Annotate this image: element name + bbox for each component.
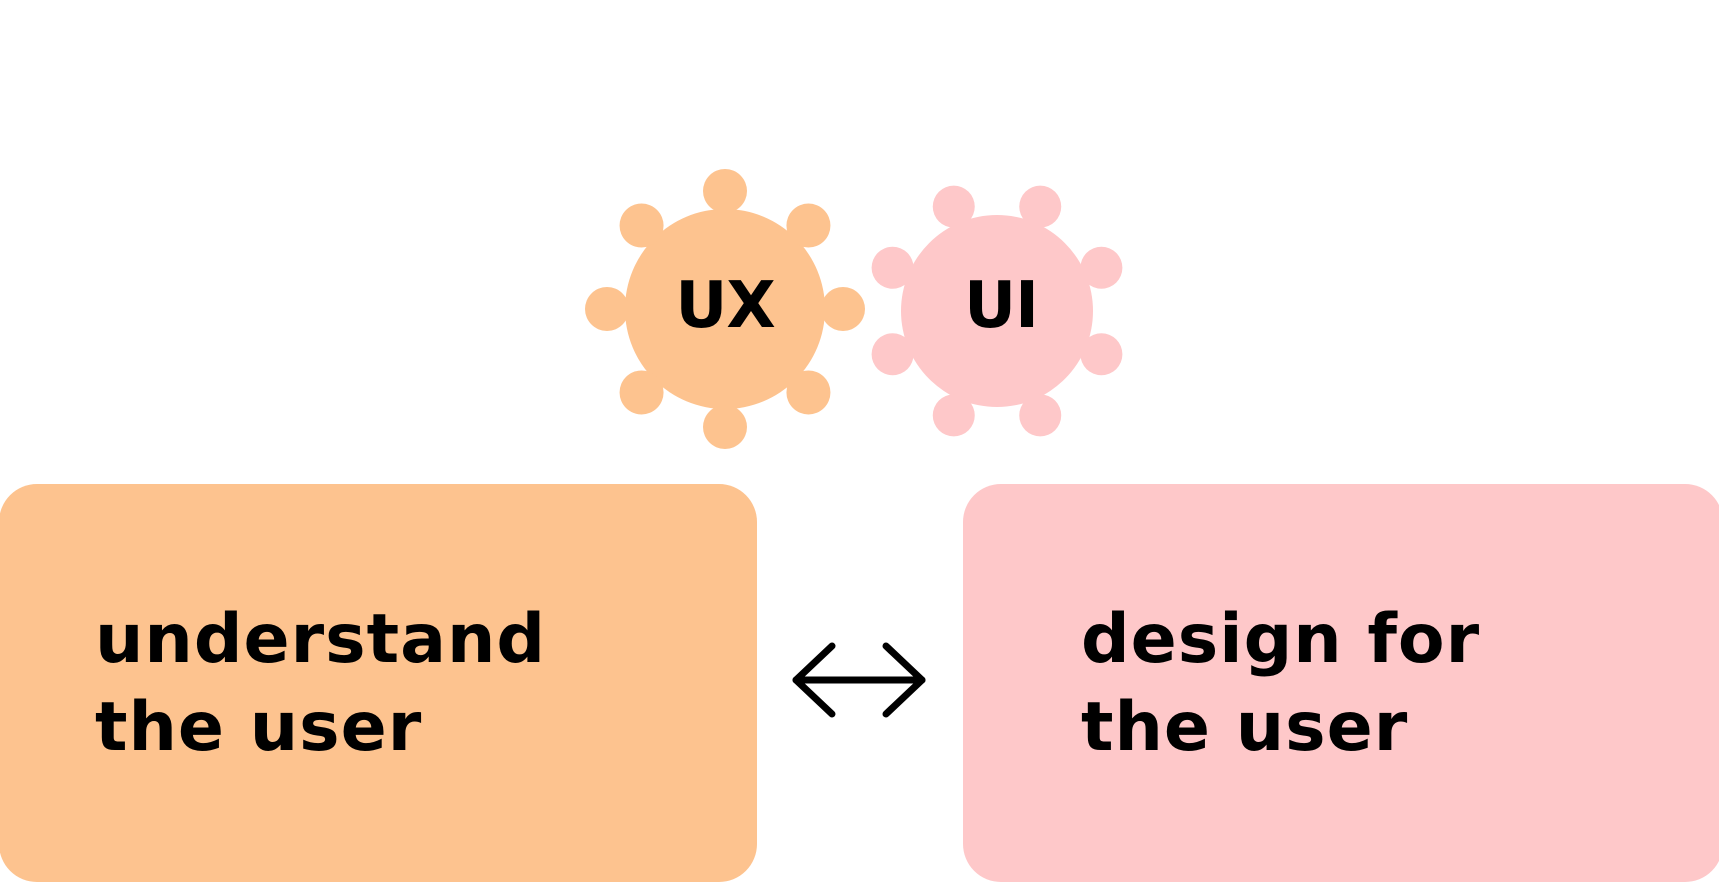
ui-card-line-2: the user [1081,688,1409,767]
ui-card [963,484,1719,882]
ux-card-line-1: understand [95,600,547,679]
ux-gear-label: UX [675,269,775,343]
ux-card [0,484,757,882]
ux-card-line-2: the user [95,688,423,767]
ux-gear-icon [585,169,865,449]
ui-card-line-1: design for [1081,600,1481,679]
ui-gear-icon [871,185,1123,437]
double-arrow-icon [792,642,926,718]
ui-gear-label: UI [964,269,1039,343]
ux-card-text: understand the user [95,596,546,772]
ui-card-text: design for the user [1081,596,1480,772]
